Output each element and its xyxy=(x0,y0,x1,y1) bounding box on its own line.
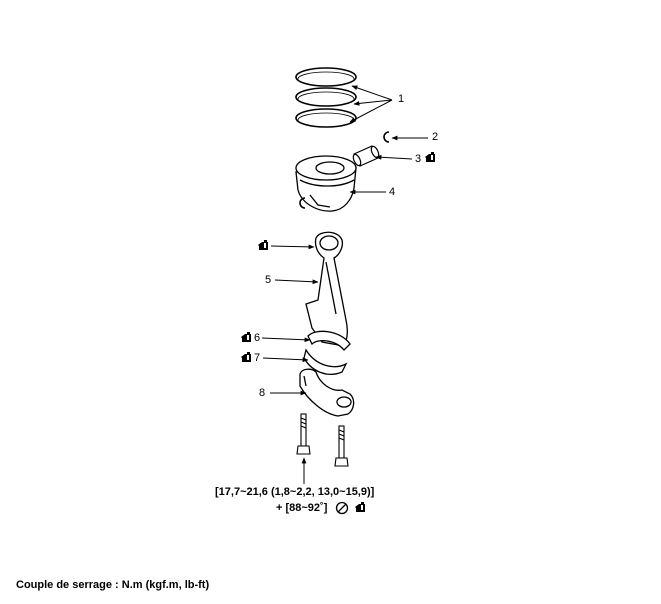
no-reuse-icon xyxy=(335,501,349,515)
callout-5: 5 xyxy=(265,274,272,286)
callout-7: 7 xyxy=(254,352,261,364)
piston-pin xyxy=(352,145,380,167)
upper-bearing xyxy=(307,330,351,351)
callout-6: 6 xyxy=(254,332,261,344)
piston xyxy=(295,155,357,212)
callout-3: 3 xyxy=(415,153,422,165)
callout-2: 2 xyxy=(432,131,439,143)
rod-bolt-right xyxy=(334,425,349,467)
bearing-cap xyxy=(299,368,355,417)
piston-rings xyxy=(295,67,357,128)
torque-units-footer: Couple de serrage : N.m (kgf.m, lb-ft) xyxy=(16,579,210,591)
callout-1: 1 xyxy=(398,93,405,105)
callout-4: 4 xyxy=(389,186,396,198)
piston-snap-ring xyxy=(299,197,306,209)
ring-leader-lines xyxy=(349,85,393,123)
snap-ring xyxy=(383,131,390,143)
torque-spec-line-1: [17,7~21,6 (1,8~2,2, 13,0~15,9)] xyxy=(215,486,375,498)
oil-can-icon xyxy=(425,152,435,162)
oil-can-icon xyxy=(355,502,365,512)
rod-bolt-left xyxy=(296,413,311,455)
lower-bearing xyxy=(303,348,348,375)
torque-spec-line-2: + [88~92˚] xyxy=(276,502,328,514)
oil-can-icon xyxy=(258,240,268,250)
oil-can-icon xyxy=(241,352,251,362)
oil-can-icon xyxy=(241,332,251,342)
callout-8: 8 xyxy=(259,387,266,399)
connecting-rod xyxy=(305,231,348,347)
